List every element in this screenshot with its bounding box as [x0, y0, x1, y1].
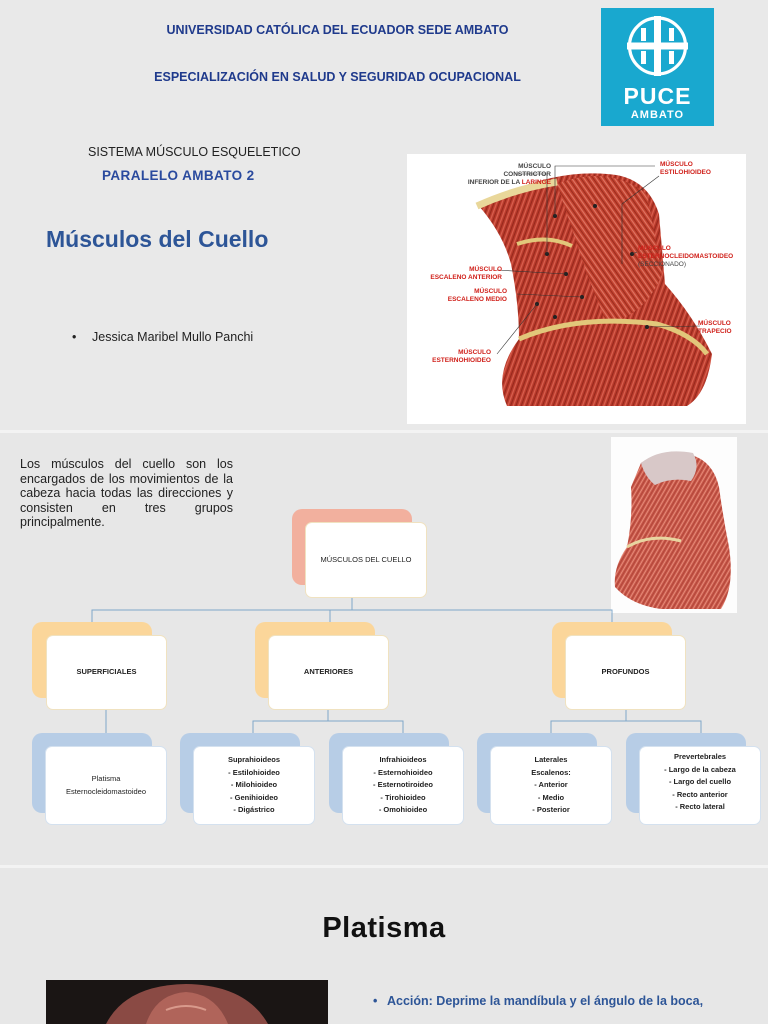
- label-constrictor-line1: MÚSCULO: [518, 163, 551, 170]
- leaf-recto-anterior: - Recto anterior: [672, 789, 728, 799]
- leaf-largo-cabeza: - Largo de la cabeza: [664, 764, 736, 774]
- leaf-milohioideo: - Milohioideo: [230, 780, 278, 790]
- node-profundos: PROFUNDOS: [565, 635, 686, 710]
- node-musculos-del-cuello: MÚSCULOS DEL CUELLO: [305, 522, 427, 598]
- label-esternohioideo-line2: ESTERNOHIOIDEO: [432, 357, 491, 364]
- leaf-tirohioideo: - Tirohioideo: [380, 792, 426, 802]
- label-escm-line3: (SECCIONADO): [638, 261, 687, 268]
- leaf-estilohioideo: - Estilohioideo: [228, 767, 280, 777]
- node-prevertebrales: Prevertebrales - Largo de la cabeza - La…: [639, 746, 761, 825]
- slide-divider: [0, 865, 768, 868]
- node-anteriores: ANTERIORES: [268, 635, 389, 710]
- label-estilohioideo-line2: ESTILOHIOIDEO: [660, 169, 711, 176]
- leaf-escaleno-posterior: - Posterior: [532, 805, 570, 815]
- neck-muscles-illustration: [475, 165, 712, 406]
- node-laterales: Laterales Escalenos: - Anterior - Medio …: [490, 746, 612, 825]
- platisma-title: Platisma: [322, 912, 446, 944]
- leaf-laterales-title: Laterales: [534, 755, 568, 765]
- course-name: SISTEMA MÚSCULO ESQUELETICO: [88, 145, 301, 159]
- label-estilohioideo: MÚSCULO ESTILOHIOIDEO: [660, 161, 711, 177]
- node-superficiales-list: Platisma Esternocleidomastoideo: [45, 746, 167, 825]
- leaf-escaleno-medio: - Medio: [537, 792, 565, 802]
- label-esc-ant-line2: ESCALENO ANTERIOR: [430, 274, 502, 281]
- node-anteriores-label: ANTERIORES: [303, 667, 354, 677]
- node-suprahioideos: Suprahioideos - Estilohioideo - Milohioi…: [193, 746, 315, 825]
- label-constrictor-line3a: INFERIOR DE LA: [467, 179, 522, 186]
- leaf-escalenos: Escalenos:: [531, 767, 571, 777]
- leaf-escaleno-anterior: - Anterior: [534, 780, 568, 790]
- label-constrictor: MÚSCULO CONSTRICTOR INFERIOR DE LA LARIN…: [461, 163, 551, 187]
- slide-classification: Los músculos del cuello son los encargad…: [0, 433, 768, 865]
- label-trapecio-line2: TRAPECIO: [698, 328, 732, 335]
- leaf-digastrico: - Digástrico: [233, 805, 275, 815]
- label-esternocleidomastoideo: MÚSCULO ESTERNOCLEIDOMASTOIDEO (SECCIONA…: [638, 245, 733, 269]
- label-estilohioideo-line1: MÚSCULO: [660, 161, 693, 168]
- leaf-esternotiroideo: - Esternotiroideo: [372, 780, 433, 790]
- university-name: UNIVERSIDAD CATÓLICA DEL ECUADOR SEDE AM…: [166, 23, 509, 37]
- intro-paragraph: Los músculos del cuello son los encargad…: [20, 457, 233, 529]
- leaf-suprahioideos-title: Suprahioideos: [227, 755, 281, 765]
- neck-side-figure: [611, 437, 737, 613]
- node-superficiales-label: SUPERFICIALES: [76, 667, 137, 677]
- label-esc-med-line1: MÚSCULO: [474, 288, 507, 295]
- specialization-name: ESPECIALIZACIÓN EN SALUD Y SEGURIDAD OCU…: [154, 70, 521, 84]
- slide-divider: [0, 430, 768, 433]
- logo-text-ambato: AMBATO: [630, 109, 685, 121]
- label-escm-line1: MÚSCULO: [638, 245, 671, 252]
- leaf-prevertebrales-title: Prevertebrales: [673, 752, 727, 761]
- label-esternohioideo: MÚSCULO ESTERNOHIOIDEO: [421, 349, 491, 365]
- platisma-photo: [46, 980, 328, 1024]
- node-superficiales: SUPERFICIALES: [46, 635, 167, 710]
- node-infrahioideos: Infrahioideos - Esternohioideo - Esterno…: [342, 746, 464, 825]
- node-profundos-label: PROFUNDOS: [601, 667, 650, 677]
- puce-ambato-logo: PUCE AMBATO: [601, 8, 714, 126]
- label-esc-ant-line1: MÚSCULO: [469, 266, 502, 273]
- neck-anatomy-figure: MÚSCULO CONSTRICTOR INFERIOR DE LA LARIN…: [407, 154, 746, 424]
- label-escaleno-medio: MÚSCULO ESCALENO MEDIO: [437, 288, 507, 304]
- label-constrictor-line2: CONSTRICTOR: [503, 171, 551, 178]
- leaf-recto-lateral: - Recto lateral: [675, 802, 725, 811]
- leaf-genihioideo: - Genihioideo: [230, 792, 278, 802]
- accion-text: Acción: Deprime la mandíbula y el ángulo…: [387, 994, 704, 1008]
- leaf-omohioideo: - Omohioideo: [378, 805, 428, 815]
- label-constrictor-line3b: LARINGE: [521, 179, 551, 186]
- node-root-label: MÚSCULOS DEL CUELLO: [320, 554, 412, 564]
- group-name: PARALELO AMBATO 2: [102, 168, 255, 183]
- leaf-esternocleidomastoideo: Esternocleidomastoideo: [65, 786, 147, 796]
- leaf-platisma: Platisma: [91, 774, 121, 783]
- platisma-photo-illustration: [46, 980, 328, 1024]
- slide-title: UNIVERSIDAD CATÓLICA DEL ECUADOR SEDE AM…: [0, 0, 768, 430]
- cross-emblem-icon: [627, 16, 688, 76]
- label-escaleno-anterior: MÚSCULO ESCALENO ANTERIOR: [427, 266, 502, 282]
- label-constrictor-line3: INFERIOR DE LA LARINGE: [461, 179, 551, 187]
- label-esternohioideo-line1: MÚSCULO: [458, 349, 491, 356]
- neck-side-illustration: [614, 451, 731, 609]
- presentation-title: Músculos del Cuello: [46, 226, 269, 252]
- label-esc-med-line2: ESCALENO MEDIO: [447, 296, 507, 303]
- slide-platisma: Platisma Acción: Deprime la mandíbula y …: [0, 868, 768, 1024]
- label-trapecio-line1: MÚSCULO: [698, 320, 731, 327]
- author-bullet: Jessica Maribel Mullo Panchi: [72, 330, 254, 344]
- label-trapecio: MÚSCULO TRAPECIO: [698, 320, 732, 336]
- leaf-largo-cuello: - Largo del cuello: [668, 777, 732, 786]
- label-escm-line2: ESTERNOCLEIDOMASTOIDEO: [638, 253, 734, 260]
- logo-text-puce: PUCE: [623, 83, 692, 109]
- author-name: Jessica Maribel Mullo Panchi: [92, 330, 254, 344]
- leaf-esternohioideo: - Esternohioideo: [373, 767, 433, 777]
- accion-bullet: Acción: Deprime la mandíbula y el ángulo…: [373, 994, 703, 1008]
- leaf-infrahioideos-title: Infrahioideos: [379, 755, 427, 765]
